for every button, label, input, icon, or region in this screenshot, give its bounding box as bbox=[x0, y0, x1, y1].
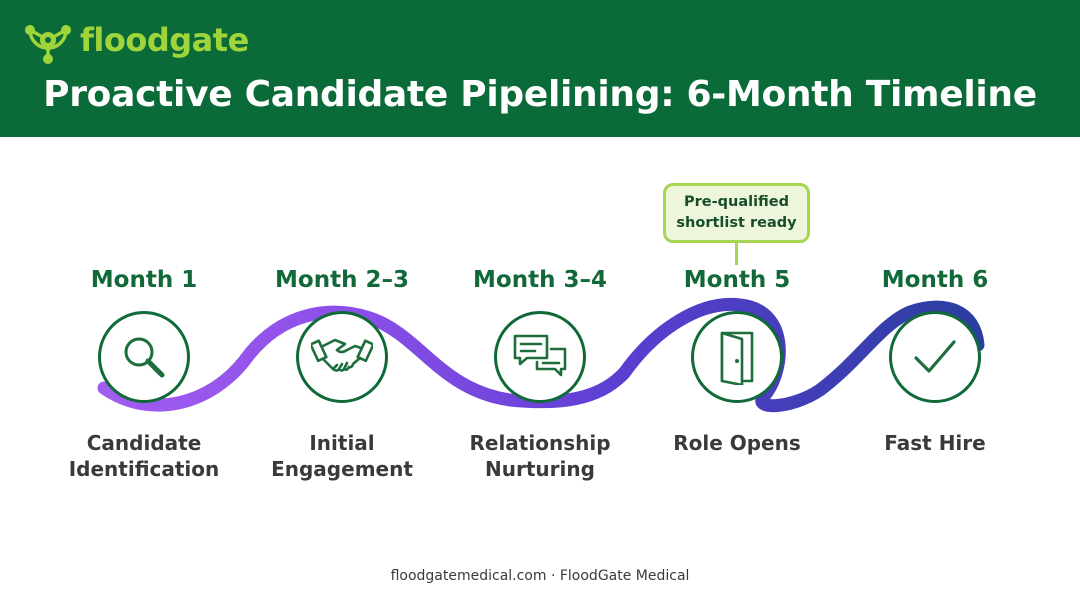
step-1-label-line1: Candidate bbox=[86, 431, 202, 455]
callout-line2: shortlist ready bbox=[676, 215, 797, 231]
step-3-label-line1: Relationship bbox=[469, 431, 611, 455]
step-2-month: Month 2–3 bbox=[275, 267, 409, 293]
step-1-label: Candidate Identification bbox=[39, 430, 249, 482]
shortlist-callout: Pre-qualified shortlist ready bbox=[663, 183, 810, 243]
step-4-label-line1: Role Opens bbox=[673, 431, 801, 455]
step-3-circle bbox=[494, 311, 586, 403]
step-5-label: Fast Hire bbox=[830, 430, 1040, 456]
step-4-month: Month 5 bbox=[683, 267, 791, 293]
magnifying-glass-icon bbox=[124, 337, 165, 378]
step-5-month: Month 6 bbox=[881, 267, 989, 293]
callout-line1: Pre-qualified bbox=[683, 194, 790, 210]
header-banner: floodgate Proactive Candidate Pipelining… bbox=[0, 0, 1080, 137]
brand-logo: floodgate bbox=[20, 12, 249, 68]
step-3-month: Month 3–4 bbox=[473, 267, 607, 293]
step-4-circle bbox=[691, 311, 783, 403]
step-1-label-line2: Identification bbox=[68, 457, 220, 481]
step-1-month: Month 1 bbox=[90, 267, 198, 293]
checkmark-icon bbox=[914, 340, 956, 373]
step-1-circle bbox=[98, 311, 190, 403]
logo-wordmark: floodgate bbox=[80, 21, 249, 59]
open-door-icon bbox=[720, 331, 754, 385]
handshake-icon bbox=[311, 338, 373, 372]
chat-bubbles-icon bbox=[513, 334, 567, 377]
callout-connector bbox=[735, 243, 738, 265]
footer-credit: floodgatemedical.com · FloodGate Medical bbox=[390, 568, 690, 584]
step-2-label: Initial Engagement bbox=[237, 430, 447, 482]
step-4-label: Role Opens bbox=[632, 430, 842, 456]
page-title: Proactive Candidate Pipelining: 6-Month … bbox=[43, 74, 1037, 115]
step-2-label-line2: Engagement bbox=[271, 457, 413, 481]
step-2-label-line1: Initial bbox=[309, 431, 375, 455]
step-3-label-line2: Nurturing bbox=[485, 457, 595, 481]
step-2-circle bbox=[296, 311, 388, 403]
step-3-label: Relationship Nurturing bbox=[435, 430, 645, 482]
molecule-logo-icon bbox=[25, 25, 71, 64]
step-5-circle bbox=[889, 311, 981, 403]
step-5-label-line1: Fast Hire bbox=[884, 431, 986, 455]
